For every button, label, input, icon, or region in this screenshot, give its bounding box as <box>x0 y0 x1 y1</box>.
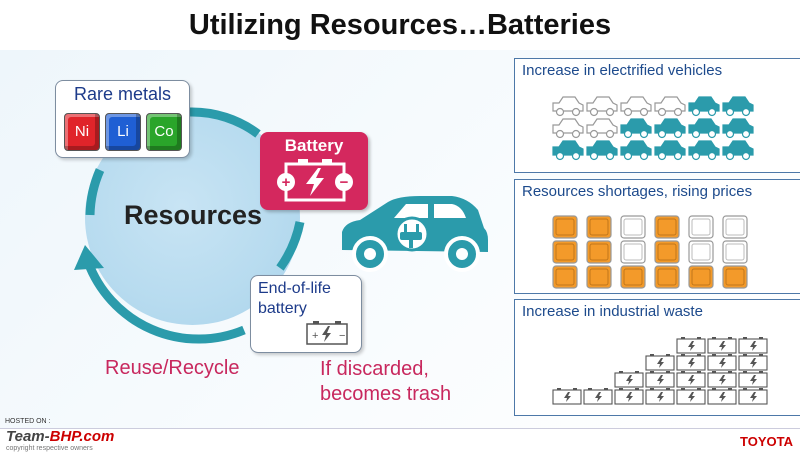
resource-block <box>552 265 578 289</box>
resource-block <box>654 215 680 239</box>
waste-battery <box>676 371 706 388</box>
rare-metals-box: Rare metals Ni Li Co <box>55 80 190 158</box>
hosted-on-label: HOSTED ON : <box>5 418 51 425</box>
waste-battery <box>676 337 706 354</box>
waste-battery-pile <box>552 337 768 405</box>
vehicle-icon <box>552 96 584 117</box>
panel-electrified-vehicles: Increase in electrified vehicles <box>514 58 800 173</box>
waste-battery <box>676 354 706 371</box>
resource-block <box>620 265 646 289</box>
waste-battery <box>645 354 675 371</box>
resources-label: Resources <box>124 200 263 230</box>
waste-battery <box>614 388 644 405</box>
resource-block <box>722 215 748 239</box>
panel-title-waste: Increase in industrial waste <box>522 303 703 320</box>
vehicle-icon <box>552 118 584 139</box>
discard-line1: If discarded, <box>320 358 429 380</box>
vehicle-icon <box>688 118 720 139</box>
waste-battery <box>583 388 613 405</box>
resource-block <box>586 240 612 264</box>
waste-battery <box>645 371 675 388</box>
discard-label: If discarded, becomes trash <box>320 357 451 407</box>
rare-metals-label: Rare metals <box>73 84 172 104</box>
vehicle-icon <box>586 118 618 139</box>
lithium-cube: Li <box>105 113 141 151</box>
svg-text:+: + <box>312 330 318 342</box>
end-of-life-label: End-of-life battery <box>258 279 331 319</box>
panel-title-electrified: Increase in electrified vehicles <box>522 62 723 79</box>
waste-battery <box>738 388 768 405</box>
svg-text:−: − <box>340 174 349 191</box>
cobalt-cube: Co <box>146 113 182 151</box>
vehicle-icon <box>586 140 618 161</box>
battery-box: Battery + − <box>260 132 368 210</box>
waste-battery <box>676 388 706 405</box>
vehicle-icon <box>552 140 584 161</box>
watermark-accent: BHP.com <box>49 428 115 445</box>
resource-block <box>552 215 578 239</box>
waste-battery <box>707 354 737 371</box>
battery-label: Battery <box>284 136 344 155</box>
resource-block <box>688 240 714 264</box>
resource-block <box>552 240 578 264</box>
end-of-life-line1: End-of-life <box>258 280 331 297</box>
waste-battery <box>645 388 675 405</box>
spent-battery-icon: + − <box>306 321 348 345</box>
resource-block <box>722 240 748 264</box>
reuse-recycle-label: Reuse/Recycle <box>105 357 240 379</box>
vehicle-icon <box>688 96 720 117</box>
svg-text:−: − <box>339 330 345 342</box>
battery-icon: + − <box>277 159 353 202</box>
resource-block <box>586 265 612 289</box>
panel-resource-shortages: Resources shortages, rising prices <box>514 179 800 294</box>
waste-battery <box>552 388 582 405</box>
cycle-arrowhead <box>74 245 104 270</box>
vehicle-icon <box>620 140 652 161</box>
discard-line2: becomes trash <box>320 383 452 405</box>
end-of-life-line2: battery <box>258 300 307 317</box>
resource-block <box>688 215 714 239</box>
resource-block <box>654 265 680 289</box>
waste-battery <box>738 337 768 354</box>
vehicle-icon <box>722 96 754 117</box>
resource-block-grid <box>552 215 748 289</box>
team-bhp-watermark: Team-BHP.com <box>6 428 114 445</box>
vehicle-icon <box>620 96 652 117</box>
vehicle-icon <box>586 96 618 117</box>
waste-battery <box>738 371 768 388</box>
resource-block <box>620 215 646 239</box>
panel-industrial-waste: Increase in industrial waste <box>514 299 800 416</box>
panel-title-shortages: Resources shortages, rising prices <box>522 183 753 200</box>
vehicle-icon <box>688 140 720 161</box>
waste-battery <box>707 371 737 388</box>
watermark-main: Team- <box>6 428 50 445</box>
vehicle-icon <box>722 140 754 161</box>
toyota-logo: TOYOTA <box>740 434 793 449</box>
resource-block <box>620 240 646 264</box>
end-of-life-battery-box: End-of-life battery + − <box>250 275 362 353</box>
waste-battery <box>707 388 737 405</box>
vehicle-icon <box>722 118 754 139</box>
vehicle-icon <box>654 118 686 139</box>
waste-battery <box>707 337 737 354</box>
slide-title: Utilizing Resources…Batteries <box>188 9 612 41</box>
nickel-cube: Ni <box>64 113 100 151</box>
resource-block <box>688 265 714 289</box>
resource-block <box>722 265 748 289</box>
waste-battery <box>738 354 768 371</box>
resource-block <box>654 240 680 264</box>
footer-bar <box>0 428 800 457</box>
resource-block <box>586 215 612 239</box>
vehicle-icon <box>654 140 686 161</box>
copyright-label: copyright respective owners <box>6 445 93 452</box>
waste-battery <box>614 371 644 388</box>
vehicle-icon-grid <box>552 96 754 161</box>
vehicle-icon <box>654 96 686 117</box>
vehicle-icon <box>620 118 652 139</box>
svg-text:+: + <box>282 174 291 191</box>
